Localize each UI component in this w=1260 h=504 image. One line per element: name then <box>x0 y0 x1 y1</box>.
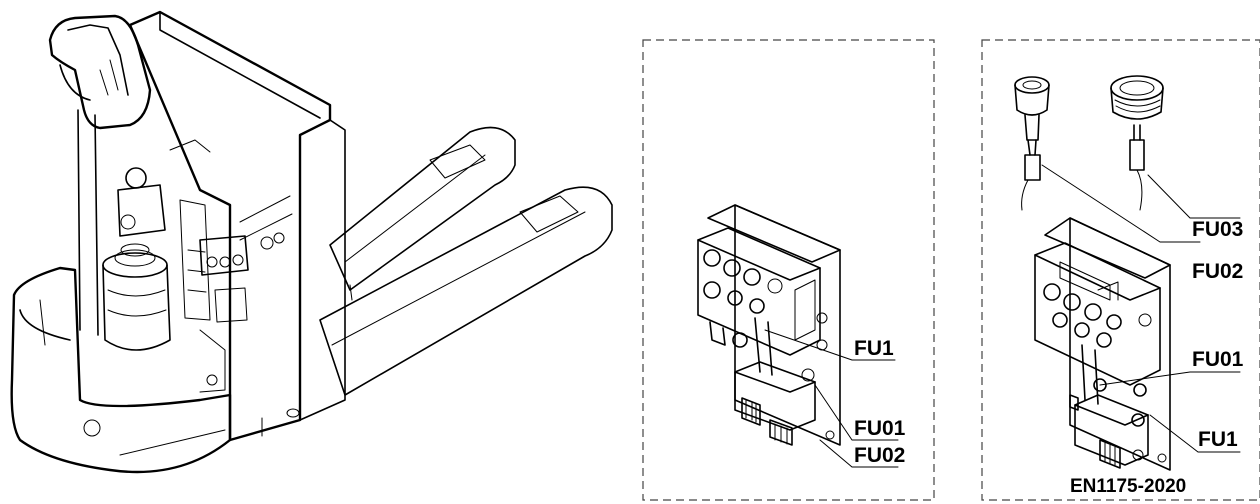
front-cover <box>10 266 232 474</box>
leader-lines-left <box>764 329 899 468</box>
label-fu02-left: FU02 <box>854 444 905 467</box>
pallet-truck-drawing <box>10 10 613 474</box>
drive-unit <box>102 167 249 393</box>
key-switch <box>1014 76 1050 211</box>
standard-label: EN1175-2020 <box>1070 476 1186 497</box>
label-fu1-right: FU1 <box>1198 428 1238 451</box>
emergency-button <box>1110 75 1164 211</box>
controller-assembly-right <box>1034 217 1171 471</box>
label-fu03-right: FU03 <box>1192 218 1243 241</box>
label-fu1-left: FU1 <box>854 337 894 360</box>
controller-assembly-left <box>697 204 841 446</box>
label-fu01-left: FU01 <box>854 417 906 440</box>
tiller-handle <box>48 14 152 336</box>
label-fu01-right: FU01 <box>1192 348 1244 371</box>
label-fu02-right: FU02 <box>1192 260 1243 283</box>
controller-panel-left: FU1 FU01 FU02 <box>642 39 935 501</box>
forks <box>319 126 613 396</box>
truck-body <box>128 10 346 442</box>
controller-panel-right: FU03 FU02 FU01 FU1 EN1175-2020 <box>981 39 1260 501</box>
leader-lines-right <box>1041 164 1241 453</box>
